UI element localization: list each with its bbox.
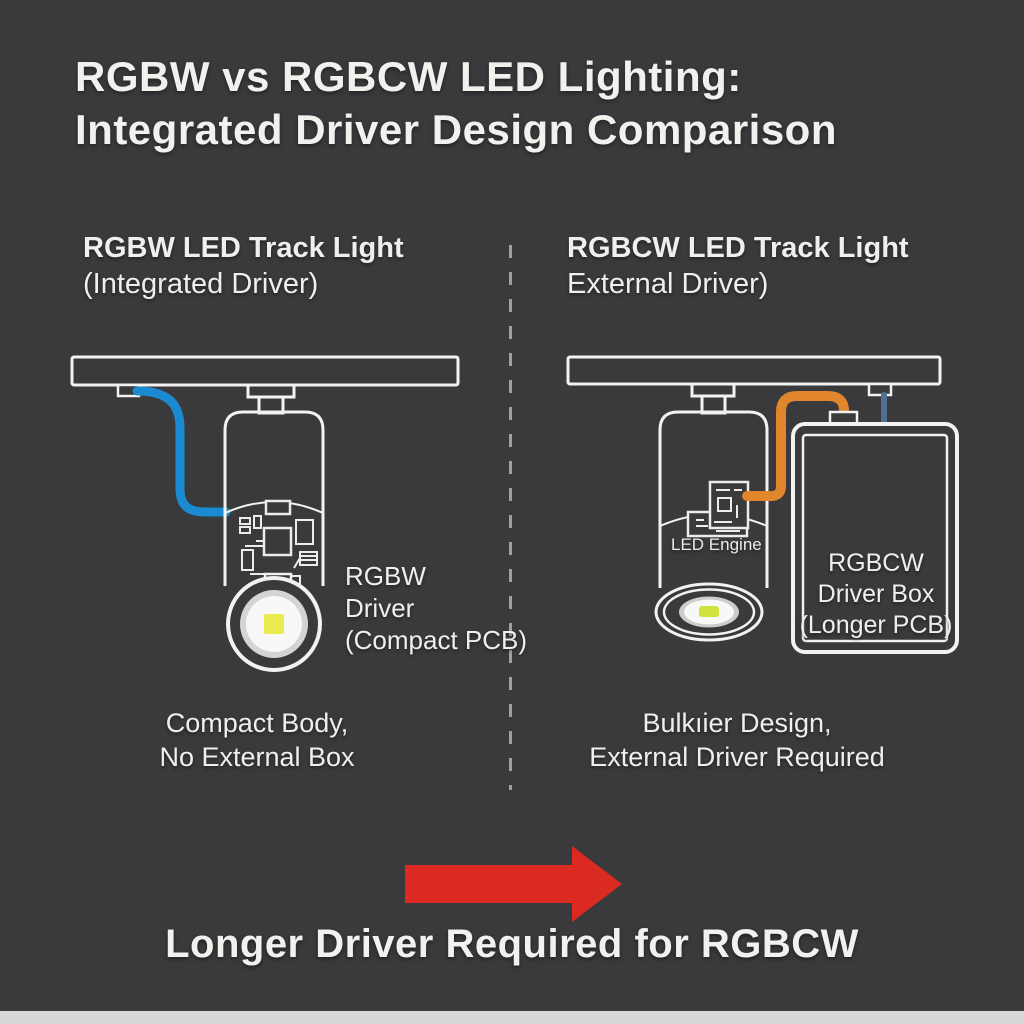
led-lens — [654, 582, 764, 642]
rail-connector — [867, 382, 893, 397]
page-title-line2: Integrated Driver Design Comparison — [75, 106, 837, 153]
page-title: RGBW vs RGBCW LED Lighting: Integrated D… — [75, 50, 837, 156]
track-rail — [70, 355, 460, 387]
rgbw-track-light-diagram — [70, 355, 460, 672]
red-arrow-icon — [405, 846, 622, 922]
driver-box-inner — [801, 433, 949, 643]
light-body-cylinder — [658, 410, 769, 588]
rgbw-driver-label-line3: (Compact PCB) — [345, 625, 528, 655]
mount-base — [690, 382, 736, 398]
left-caption-line2: No External Box — [159, 742, 355, 772]
right-caption-line2: External Driver Required — [589, 742, 885, 772]
rgbcw-track-light-diagram — [566, 355, 959, 654]
track-rail — [566, 355, 942, 386]
left-panel-caption: Compact Body, No External Box — [60, 706, 454, 774]
arrow-shape — [405, 846, 622, 922]
lens-second-ring — [662, 588, 756, 636]
right-heading-line1: RGBCW LED Track Light — [567, 232, 909, 264]
blue-power-wire — [132, 386, 231, 517]
right-panel-heading: RGBCW LED Track Light External Driver) — [567, 230, 909, 302]
mount-stem — [700, 394, 727, 415]
led-chip-yellow — [264, 614, 284, 634]
right-panel-caption: Bulkıier Design, External Driver Require… — [545, 706, 929, 774]
rgbw-driver-label-line2: Driver — [345, 593, 415, 623]
footer-text: Longer Driver Required for RGBCW — [165, 922, 859, 966]
led-engine-label: LED Engine — [671, 535, 762, 554]
center-divider — [509, 245, 512, 790]
rgbw-driver-label-line1: RGBW — [345, 561, 426, 591]
rgbcw-box-label-line3: (Longer PCB) — [799, 611, 953, 639]
driver-box-outer — [791, 422, 959, 654]
left-panel-heading: RGBW LED Track Light (Integrated Driver) — [83, 230, 404, 302]
bottom-band — [0, 1011, 1024, 1024]
left-heading-line1: RGBW LED Track Light — [83, 232, 404, 264]
led-engine-pcb — [686, 480, 750, 538]
rgbcw-box-label-line2: Driver Box — [817, 580, 935, 608]
page-title-line1: RGBW vs RGBCW LED Lighting: — [75, 53, 742, 100]
driver-chip — [262, 526, 293, 557]
rgbcw-driver-box-label: RGBCW Driver Box (Longer PCB) — [794, 548, 958, 641]
rgbcw-box-label-line1: RGBCW — [828, 549, 924, 577]
led-chip-yellow-green — [699, 606, 719, 617]
light-body-cylinder — [223, 410, 325, 586]
left-heading-line2: (Integrated Driver) — [83, 268, 319, 300]
rgbw-driver-label: RGBW Driver (Compact PCB) — [345, 560, 527, 656]
right-caption-line1: Bulkıier Design, — [642, 708, 832, 738]
mount-base — [246, 383, 296, 399]
right-heading-line2: External Driver) — [567, 268, 769, 300]
led-lens — [226, 576, 322, 672]
integrated-driver-pcb — [239, 499, 318, 585]
left-caption-line1: Compact Body, — [165, 708, 349, 738]
orange-driver-wire — [742, 391, 849, 501]
